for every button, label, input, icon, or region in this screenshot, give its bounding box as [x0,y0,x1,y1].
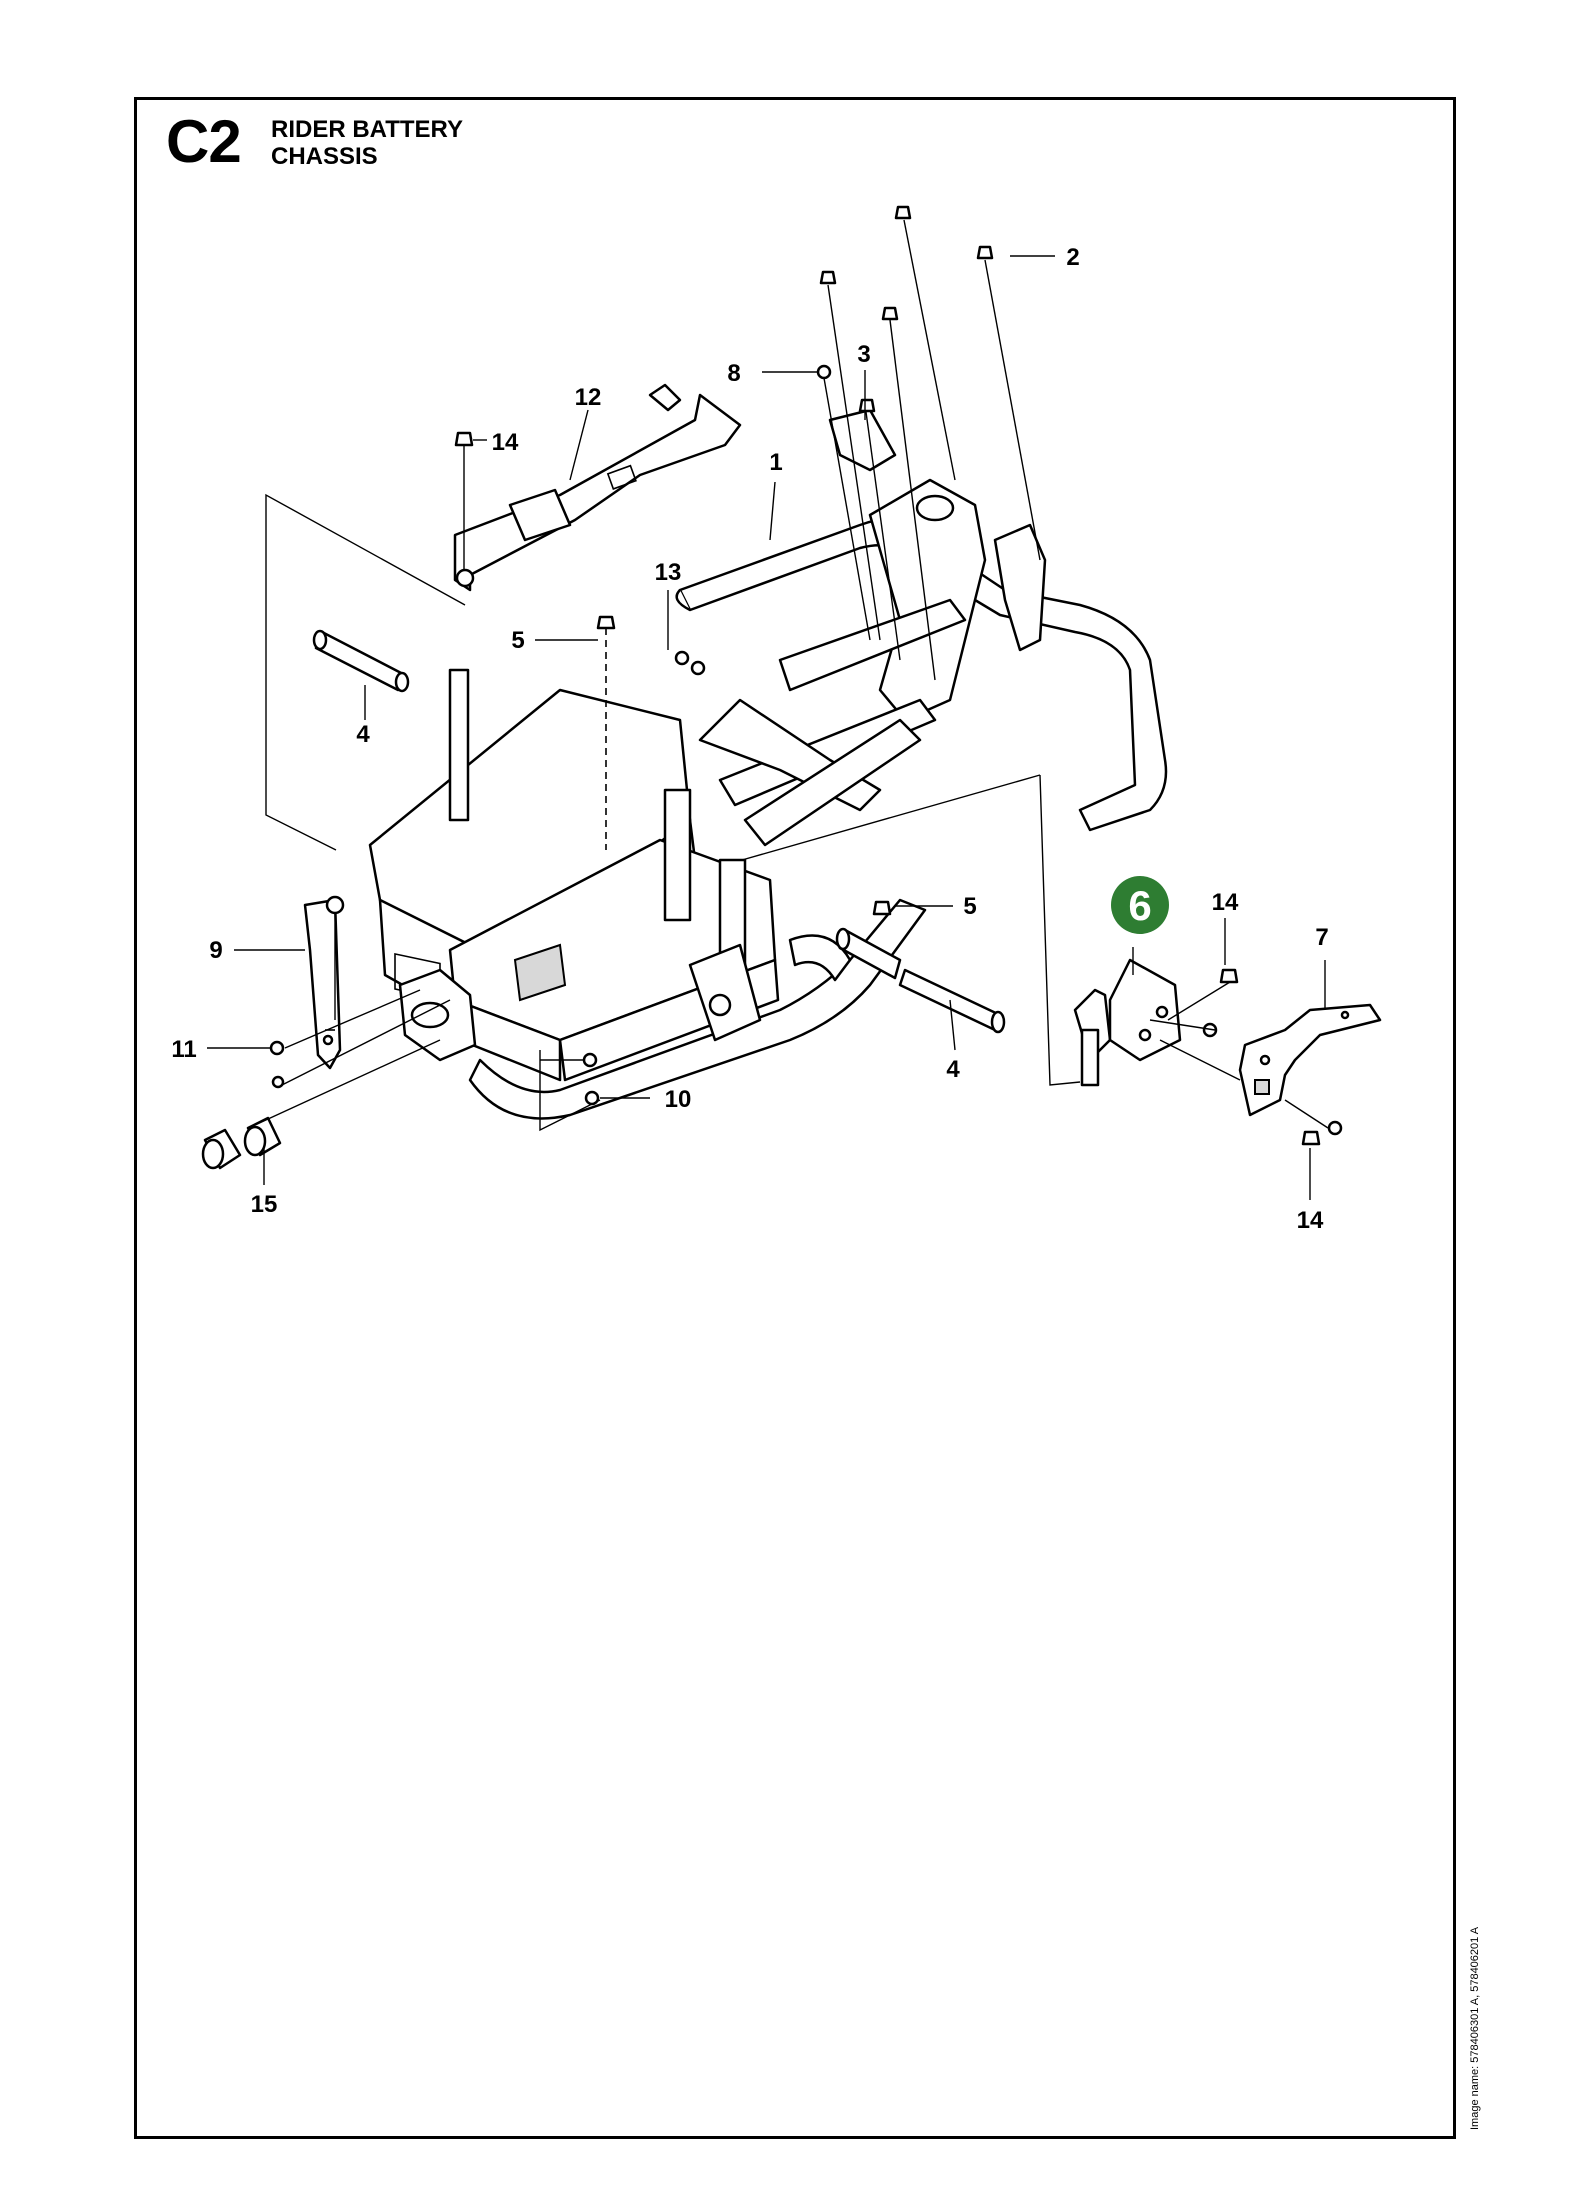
bolt-top-4 [881,306,899,321]
section-title: RIDER BATTERY CHASSIS [271,116,463,170]
callout-2: 2 [1066,244,1079,271]
callout-14-bottom: 14 [1297,1207,1324,1234]
bolt-8 [816,364,832,380]
callout-1: 1 [769,449,782,476]
part-15-sleeves [201,1116,282,1170]
callout-14-right: 14 [1212,889,1239,916]
part-6-bracket [1073,958,1182,1087]
part-7-plate [1238,1003,1382,1117]
bolt-5-top [596,615,616,630]
bolt-top-5 [858,398,876,413]
part-4-pin-left [312,629,410,693]
chassis-frame-drawing [368,408,1168,1120]
callout-3: 3 [857,341,870,368]
callout-leaders [207,255,1326,1200]
nut-11 [269,1040,285,1089]
part-12-crossmember [453,383,742,592]
callout-7: 7 [1315,924,1328,951]
callout-15: 15 [251,1191,278,1218]
callout-4-left: 4 [356,721,370,748]
callout-8: 8 [727,360,740,387]
bolt-top-3 [819,270,837,285]
bolt-14-top [454,431,474,447]
callout-12: 12 [575,384,602,411]
callout-10: 10 [665,1086,692,1113]
bolt-14-bottom [1301,1120,1343,1146]
callout-5-right: 5 [963,893,976,920]
bolt-5-right [872,900,892,916]
assembly-lines [254,219,1329,1132]
section-title-line1: RIDER BATTERY [271,116,463,143]
callout-4-right: 4 [946,1056,960,1083]
bolt-13 [674,650,706,676]
highlight-label: 6 [1128,882,1151,929]
fasteners [269,205,1343,1146]
bolt-10 [582,1052,600,1106]
highlight-callout-6[interactable]: 6 [1111,876,1169,934]
bolt-top-1 [894,205,912,220]
bolt-top-2 [976,245,994,260]
callout-9: 9 [209,937,222,964]
bolt-14-right [1202,968,1239,1038]
callout-11: 11 [171,1036,196,1063]
section-title-line2: CHASSIS [271,143,378,170]
drawing-frame [134,97,1456,2139]
highlight-circle [1111,876,1169,934]
callout-13: 13 [655,559,682,586]
callout-labels: 1 2 3 4 4 5 5 7 8 9 10 11 12 13 14 14 14… [171,244,1328,1234]
callout-5-top: 5 [511,627,524,654]
callout-14-top: 14 [492,429,519,456]
section-code: C2 [166,108,242,175]
part-9-bracket [303,895,345,1070]
